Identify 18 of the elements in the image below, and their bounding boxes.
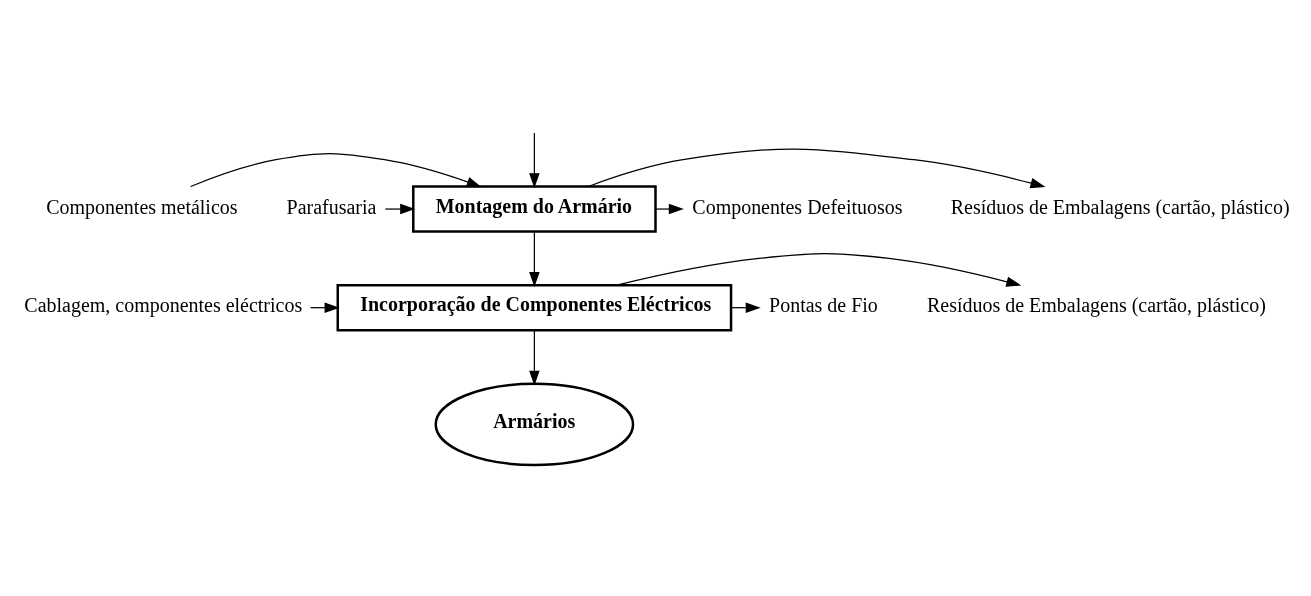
arrow <box>655 203 684 214</box>
node-ellipse: Armários <box>434 382 635 466</box>
arrow <box>384 203 416 214</box>
arrow <box>587 147 1046 188</box>
node-box: Incorporação de Componentes Eléctricos <box>336 283 733 331</box>
arrow <box>616 252 1022 287</box>
node-text: Cablagem, componentes eléctricos <box>24 293 303 316</box>
arrow <box>529 230 540 287</box>
node-text: Componentes Defeituosos <box>692 195 903 218</box>
arrow <box>529 131 540 188</box>
node-text: Resíduos de Embalagens (cartão, plástico) <box>927 293 1266 316</box>
node-text: Resíduos de Embalagens (cartão, plástico) <box>950 195 1290 218</box>
arrow <box>190 152 482 187</box>
arrow <box>529 329 540 386</box>
node-text: Pontas de Fio <box>769 293 878 316</box>
node-text: Componentes metálicos <box>46 195 238 218</box>
node-text: Parafusaria <box>286 195 377 218</box>
node-box: Montagem do Armário <box>412 184 657 233</box>
